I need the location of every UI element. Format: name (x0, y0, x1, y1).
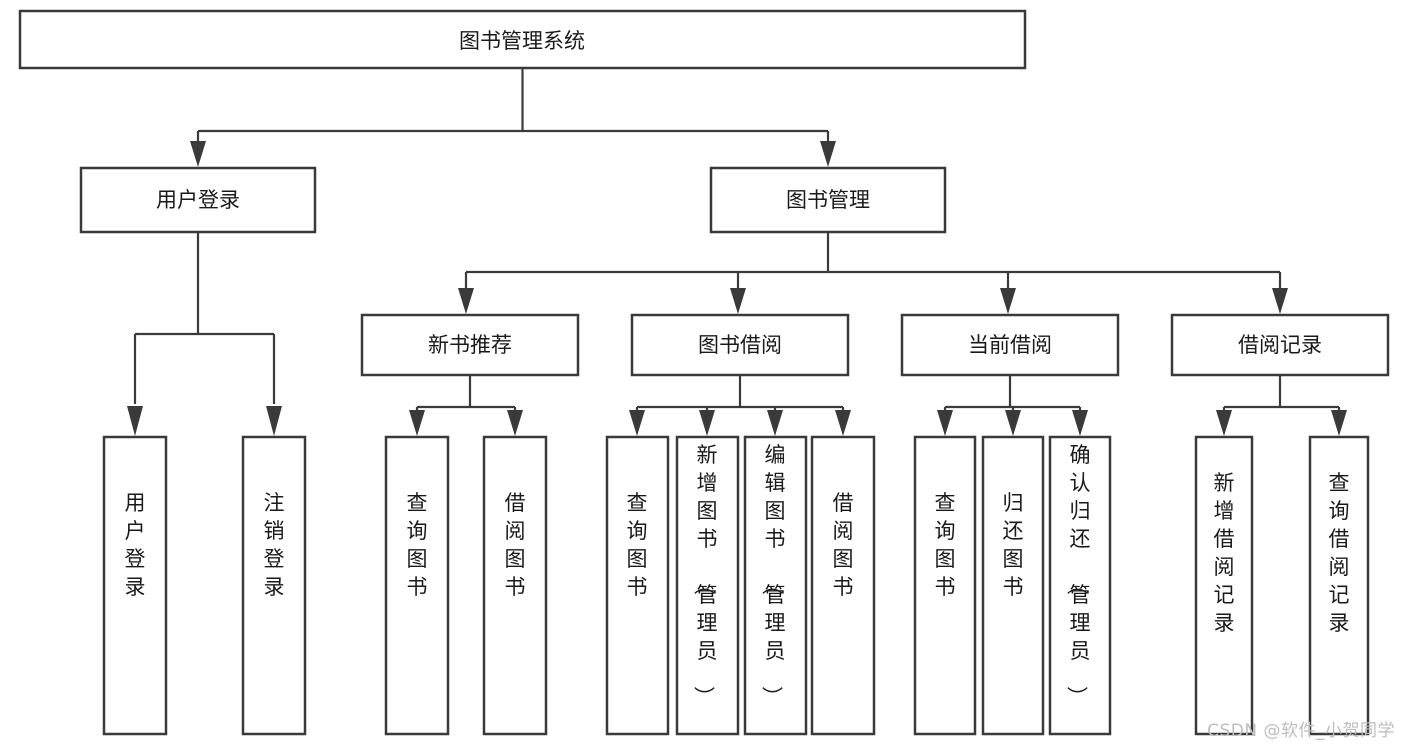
arrowhead-leaf-query-book-current (937, 410, 953, 436)
leaf-confirm-return-box[interactable] (1048, 435, 1112, 736)
leaf-query-book-new-label: 查询图书 (407, 491, 428, 599)
node-leaf-edit-book[interactable]: 编辑图书（管理员） (743, 435, 808, 736)
leaf-borrow-book-label: 借阅图书 (833, 491, 854, 599)
user-login-box[interactable] (79, 166, 317, 234)
node-leaf-user-login[interactable]: 用户登录 (102, 435, 168, 736)
current-borrow-box[interactable] (900, 313, 1120, 377)
node-book-management[interactable]: 图书管理 (709, 166, 947, 234)
node-leaf-confirm-return[interactable]: 确认归还（管理员） (1048, 435, 1112, 736)
arrowhead-current-borrow (1000, 288, 1016, 314)
arrowhead-borrow-record (1272, 288, 1288, 314)
leaf-edit-book-box[interactable] (743, 435, 808, 736)
leaf-add-book-label: 新增图书（管理员） (692, 443, 718, 707)
leaf-user-login-label: 用户登录 (125, 491, 146, 599)
leaf-query-book-new-box[interactable] (384, 435, 450, 736)
node-leaf-query-book-current[interactable]: 查询图书 (913, 435, 977, 736)
arrowhead-leaf-borrow-book-new (507, 410, 523, 436)
arrowhead-new-book-recommend (458, 288, 474, 314)
arrowhead-leaf-borrow-book (835, 410, 851, 436)
leaf-return-book-label: 归还图书 (1003, 491, 1024, 599)
borrow-record-box[interactable] (1170, 313, 1390, 377)
book-borrow-box[interactable] (630, 313, 850, 377)
node-user-login[interactable]: 用户登录 (79, 166, 317, 234)
book-management-box[interactable] (709, 166, 947, 234)
node-current-borrow[interactable]: 当前借阅 (900, 313, 1120, 377)
node-borrow-record[interactable]: 借阅记录 (1170, 313, 1390, 377)
leaf-logout-label: 注销登录 (264, 491, 285, 599)
node-leaf-add-book[interactable]: 新增图书（管理员） (675, 435, 740, 736)
arrowhead-leaf-return-book (1005, 410, 1021, 436)
node-leaf-borrow-book-new[interactable]: 借阅图书 (482, 435, 548, 736)
arrowhead-leaf-user-login (127, 406, 143, 436)
node-leaf-query-book-new[interactable]: 查询图书 (384, 435, 450, 736)
leaf-add-book-box[interactable] (675, 435, 740, 736)
leaf-confirm-return-label: 确认归还（管理员） (1065, 443, 1091, 707)
leaf-query-borrow-record-label: 查询借阅记录 (1329, 471, 1350, 635)
arrowhead-leaf-add-borrow-record (1216, 410, 1232, 436)
leaf-user-login-box[interactable] (102, 435, 168, 736)
arrowhead-book-management (820, 141, 836, 167)
arrowhead-leaf-logout (266, 406, 282, 436)
arrowhead-leaf-query-borrow-record (1331, 410, 1347, 436)
leaf-logout-box[interactable] (241, 435, 307, 736)
leaf-nodes-group: 用户登录 注销登录 查询图书 借阅图书 查询图书 新增图书（管理员） 编辑图书（… (102, 435, 1370, 736)
leaf-borrow-book-new-label: 借阅图书 (505, 491, 526, 599)
leaf-query-book-borrow-label: 查询图书 (627, 491, 648, 599)
arrowhead-leaf-query-book-borrow (629, 410, 645, 436)
root-box[interactable] (18, 9, 1027, 70)
node-leaf-borrow-book[interactable]: 借阅图书 (810, 435, 876, 736)
arrowhead-leaf-edit-book (767, 410, 783, 436)
leaf-query-book-current-label: 查询图书 (935, 491, 956, 599)
leaf-query-book-borrow-box[interactable] (605, 435, 670, 736)
leaf-return-book-box[interactable] (981, 435, 1045, 736)
arrowhead-book-borrow (730, 288, 746, 314)
leaf-add-borrow-record-label: 新增借阅记录 (1214, 471, 1235, 635)
borrow-record-label: 借阅记录 (1238, 333, 1322, 357)
node-book-borrow[interactable]: 图书借阅 (630, 313, 850, 377)
leaf-borrow-book-new-box[interactable] (482, 435, 548, 736)
root-label: 图书管理系统 (459, 29, 585, 53)
user-login-label: 用户登录 (156, 188, 240, 212)
node-new-book-recommend[interactable]: 新书推荐 (360, 313, 580, 377)
node-leaf-add-borrow-record[interactable]: 新增借阅记录 (1194, 435, 1254, 736)
arrowhead-leaf-query-book-new (409, 410, 425, 436)
leaf-add-borrow-record-box[interactable] (1194, 435, 1254, 736)
current-borrow-label: 当前借阅 (968, 333, 1052, 357)
arrowhead-leaf-confirm-return (1072, 410, 1088, 436)
arrowhead-user-login (190, 141, 206, 167)
new-book-recommend-label: 新书推荐 (428, 333, 512, 357)
connectors-group (127, 68, 1347, 436)
leaf-edit-book-label: 编辑图书（管理员） (760, 443, 786, 707)
node-leaf-query-book-borrow[interactable]: 查询图书 (605, 435, 670, 736)
leaf-borrow-book-box[interactable] (810, 435, 876, 736)
arrowhead-leaf-add-book (699, 410, 715, 436)
node-root[interactable]: 图书管理系统 (18, 9, 1027, 70)
book-management-label: 图书管理 (786, 188, 870, 212)
node-leaf-return-book[interactable]: 归还图书 (981, 435, 1045, 736)
leaf-query-borrow-record-box[interactable] (1308, 435, 1370, 736)
node-leaf-query-borrow-record[interactable]: 查询借阅记录 (1308, 435, 1370, 736)
new-book-recommend-box[interactable] (360, 313, 580, 377)
leaf-query-book-current-box[interactable] (913, 435, 977, 736)
node-leaf-logout[interactable]: 注销登录 (241, 435, 307, 736)
book-borrow-label: 图书借阅 (698, 333, 782, 357)
